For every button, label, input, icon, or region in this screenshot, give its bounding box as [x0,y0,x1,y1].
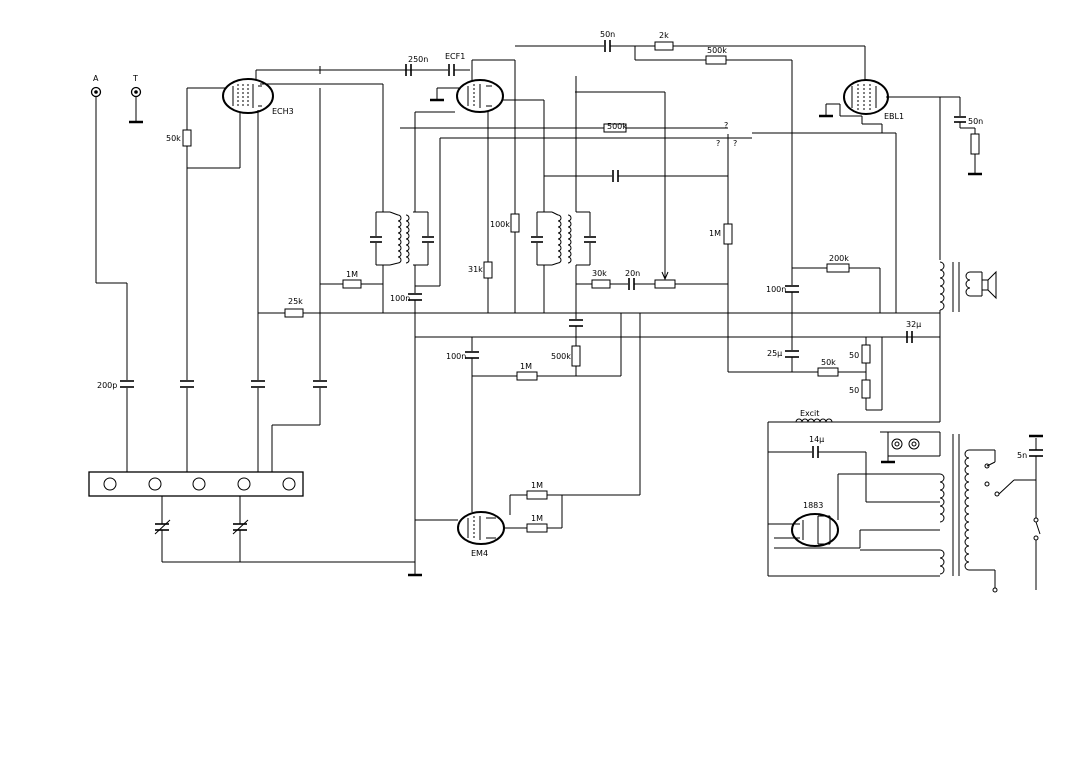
r-30k-label: 30k [592,269,607,278]
ecf1-label: ECF1 [445,52,465,61]
field-coil-label: Excit [800,409,819,418]
c-5n-label: 5n [1017,451,1027,460]
ebl1-stage: EBL1 50n 100n 200k [752,70,983,337]
ebl1-label: EBL1 [884,112,904,121]
rails [162,312,940,575]
unknown-mark-3: ? [733,139,737,148]
em4-label: EM4 [471,549,488,558]
if-transformer-2 [531,76,596,313]
cathode-bias: 25µ 50k 50 50 [728,337,883,411]
c-100n-a-label: 100n [390,294,410,303]
r-50k-bias-label: 50k [821,358,836,367]
r-1m-em3-label: 1M [531,514,543,523]
r-1m-em2-label: 1M [531,481,543,490]
c-50n-top-label: 50n [600,30,615,39]
r-1m-em-label: 1M [520,362,532,371]
ech3-stage: 50k ECH3 [166,66,415,472]
bias-resistors: 25k 1M [284,270,383,318]
ecf1-stage: 250n ECF1 31k 100k [385,52,545,313]
c-250n-label: 250n [408,55,428,64]
antenna-terminal: A 200p [90,74,134,472]
output-decoupling: 32µ [906,313,941,343]
speaker-icon [981,270,997,300]
unknown-mark-2: ? [716,139,720,148]
power-supply: Excit 14µ 1883 [767,337,1043,593]
c-20n-label: 20n [625,269,640,278]
r-1m-mid-label: 1M [709,229,721,238]
ebl1-tube [843,79,889,115]
r-1m-grid-label: 1M [346,270,358,279]
rectifier-1883-tube [791,513,839,547]
rectifier-label: 1883 [803,501,823,510]
r-200k-label: 200k [829,254,849,263]
wavechange-switch [88,471,304,562]
feedback-network: 50n 2k 500k [515,30,866,82]
detector-volume: 30k 20n [575,91,728,290]
grid-path: 500k ? ? ? 1M [400,121,752,372]
r-100k-label: 100k [490,220,510,229]
r-2k-label: 2k [659,31,669,40]
r-50-b-label: 50 [849,386,859,395]
c-14u-label: 14µ [809,435,824,444]
r-50-a-label: 50 [849,351,859,360]
ground-terminal-label: T [132,74,138,83]
em4-stage: 100n 1M 500k EM4 1M 1M [408,313,641,577]
r-500k-top-label: 500k [707,46,727,55]
ech3-label: ECH3 [272,107,294,116]
if-transformer-1: 100n [370,111,455,337]
pilot-lamp-2-icon [908,438,920,450]
r-500k-mid-label: 500k [607,122,627,131]
c-200p-label: 200p [97,381,117,390]
r-500k-em-label: 500k [551,352,571,361]
r-31k-label: 31k [468,265,483,274]
c-25u-label: 25µ [767,349,782,358]
antenna-label: A [93,74,99,83]
output-transformer [939,261,983,313]
c-100n-b-label: 100n [766,285,786,294]
unknown-mark-1: ? [724,121,728,130]
r-50k-ant-label: 50k [166,134,181,143]
r-25k-label: 25k [288,297,303,306]
em4-tube [457,511,505,545]
c-50n-tone-label: 50n [968,117,983,126]
ground-terminal: T [129,74,143,124]
c-32u-label: 32µ [906,320,921,329]
pilot-lamp-1-icon [891,438,903,450]
c-100n-c-label: 100n [446,352,466,361]
